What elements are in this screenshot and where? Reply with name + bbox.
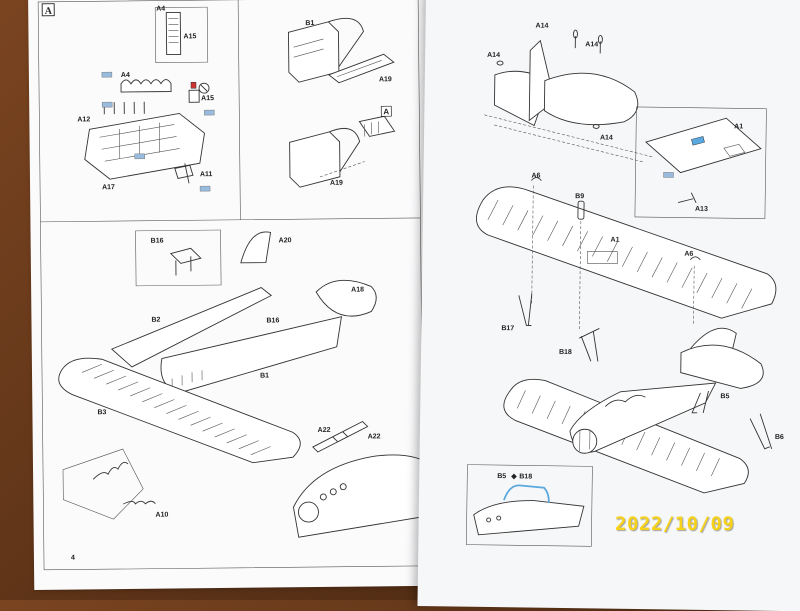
part-label: A10 bbox=[155, 512, 168, 519]
left-page: A A4 A15 A4 bbox=[28, 0, 437, 590]
part-label: A13 bbox=[695, 206, 708, 213]
part-label: B9 bbox=[575, 193, 584, 200]
part-label: B5 bbox=[497, 473, 506, 480]
right-page: A14 A14 A14 A14 A1 A13 A6 B9 A1 A6 bbox=[417, 0, 800, 611]
fuselage-wing-drawing bbox=[58, 229, 434, 538]
part-label: A4 bbox=[156, 6, 165, 13]
right-page-drawings: A14 A14 A14 A14 A1 A13 A6 B9 A1 A6 bbox=[466, 23, 784, 547]
panel-divider-h bbox=[40, 217, 421, 223]
part-label: A12 bbox=[77, 116, 90, 123]
part-label: B1 bbox=[260, 372, 269, 379]
part-label: A1 bbox=[734, 123, 743, 130]
left-page-drawings: A A4 A15 A4 bbox=[37, 0, 434, 571]
part-label: B18 bbox=[519, 473, 532, 480]
engine-cylinder-inset bbox=[165, 11, 182, 56]
svg-text:A: A bbox=[383, 107, 389, 116]
tail-assembly-drawing bbox=[484, 29, 654, 163]
upper-wing-drawing bbox=[476, 177, 777, 332]
part-label: A1 bbox=[611, 237, 620, 244]
part-label: B6 bbox=[775, 434, 784, 441]
part-label: A15 bbox=[183, 33, 196, 40]
highlighted-strut bbox=[503, 484, 550, 503]
part-label: B17 bbox=[501, 325, 514, 332]
section-letter: A bbox=[45, 6, 53, 17]
strut-parts bbox=[518, 293, 773, 450]
engine-block bbox=[84, 112, 205, 180]
date-stamp: 2022/10/09 bbox=[615, 513, 735, 535]
svg-text:◆: ◆ bbox=[510, 473, 517, 480]
part-label: A18 bbox=[351, 286, 364, 293]
part-label: B3 bbox=[97, 409, 106, 416]
part-label: A19 bbox=[379, 76, 392, 83]
cockpit-detail-inset bbox=[466, 464, 593, 547]
engine-inset-box bbox=[154, 6, 209, 63]
highlighted-part bbox=[691, 136, 705, 146]
page-number: 4 bbox=[70, 554, 75, 562]
part-label: A11 bbox=[200, 171, 213, 178]
part-label: B5 bbox=[720, 393, 729, 400]
part-label: A15 bbox=[201, 95, 214, 102]
lower-assembly-drawing bbox=[503, 327, 764, 494]
part-label: A22 bbox=[368, 433, 381, 440]
section-letter-box bbox=[41, 3, 55, 17]
part-label: A19 bbox=[330, 180, 343, 187]
part-label: A20 bbox=[279, 237, 292, 244]
part-label: A6 bbox=[531, 172, 540, 179]
part-label: B2 bbox=[151, 317, 160, 324]
part-label: B18 bbox=[559, 349, 572, 356]
part-label: A22 bbox=[318, 427, 331, 434]
part-label: A4 bbox=[121, 72, 130, 79]
part-label: B1 bbox=[305, 20, 314, 27]
part-label: A6 bbox=[684, 251, 693, 258]
panel-divider-v bbox=[237, 0, 241, 220]
part-label: A14 bbox=[585, 41, 598, 48]
part-label: A14 bbox=[600, 134, 613, 141]
part-label: B16 bbox=[266, 317, 279, 324]
part-label: A14 bbox=[536, 23, 549, 30]
part-label: B16 bbox=[151, 238, 164, 245]
engine-assembly-drawing bbox=[84, 6, 215, 192]
cockpit-assembly-drawing bbox=[288, 17, 396, 188]
detail-inset-box bbox=[135, 229, 222, 287]
wing-detail-inset bbox=[634, 106, 767, 220]
part-label: A17 bbox=[102, 184, 115, 191]
part-label: A14 bbox=[487, 52, 500, 59]
